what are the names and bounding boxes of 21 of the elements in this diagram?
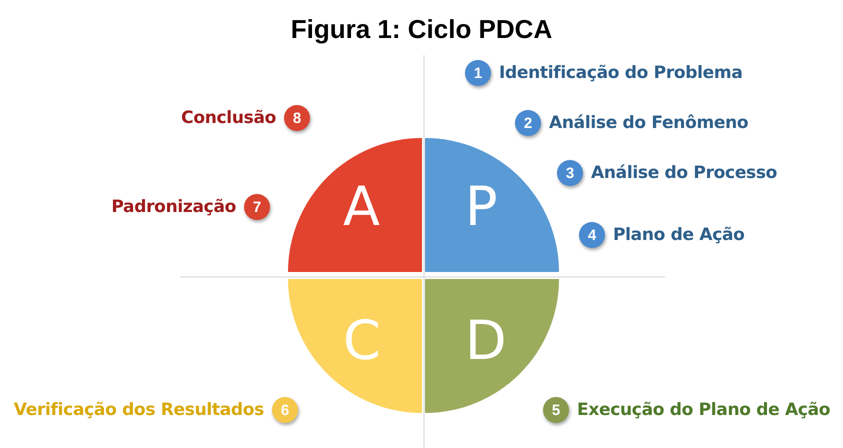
step-label: Execução do Plano de Ação (577, 400, 830, 420)
quadrant-letter: D (465, 314, 507, 368)
step-number-circle: 1 (465, 60, 491, 86)
step-number-circle: 7 (244, 194, 270, 220)
step-label: Plano de Ação (613, 225, 745, 245)
step-number-circle: 8 (284, 105, 310, 131)
quadrant-letter: C (343, 314, 381, 368)
step-label: Análise do Fenômeno (549, 113, 748, 133)
step-label: Análise do Processo (591, 163, 778, 183)
step-label: Identificação do Problema (499, 63, 742, 83)
quadrant-letter: P (465, 180, 498, 234)
step-label: Padronização (111, 197, 236, 217)
step-number-circle: 5 (543, 397, 569, 423)
step-number-circle: 3 (557, 160, 583, 186)
step-number-circle: 6 (272, 397, 298, 423)
step-number-circle: 4 (579, 222, 605, 248)
figure-title: Figura 1: Ciclo PDCA (290, 14, 554, 45)
step-label: Conclusão (181, 108, 276, 128)
step-label: Verificação dos Resultados (14, 400, 264, 420)
step-number-circle: 2 (515, 110, 541, 136)
quadrant-letter: A (343, 180, 380, 234)
